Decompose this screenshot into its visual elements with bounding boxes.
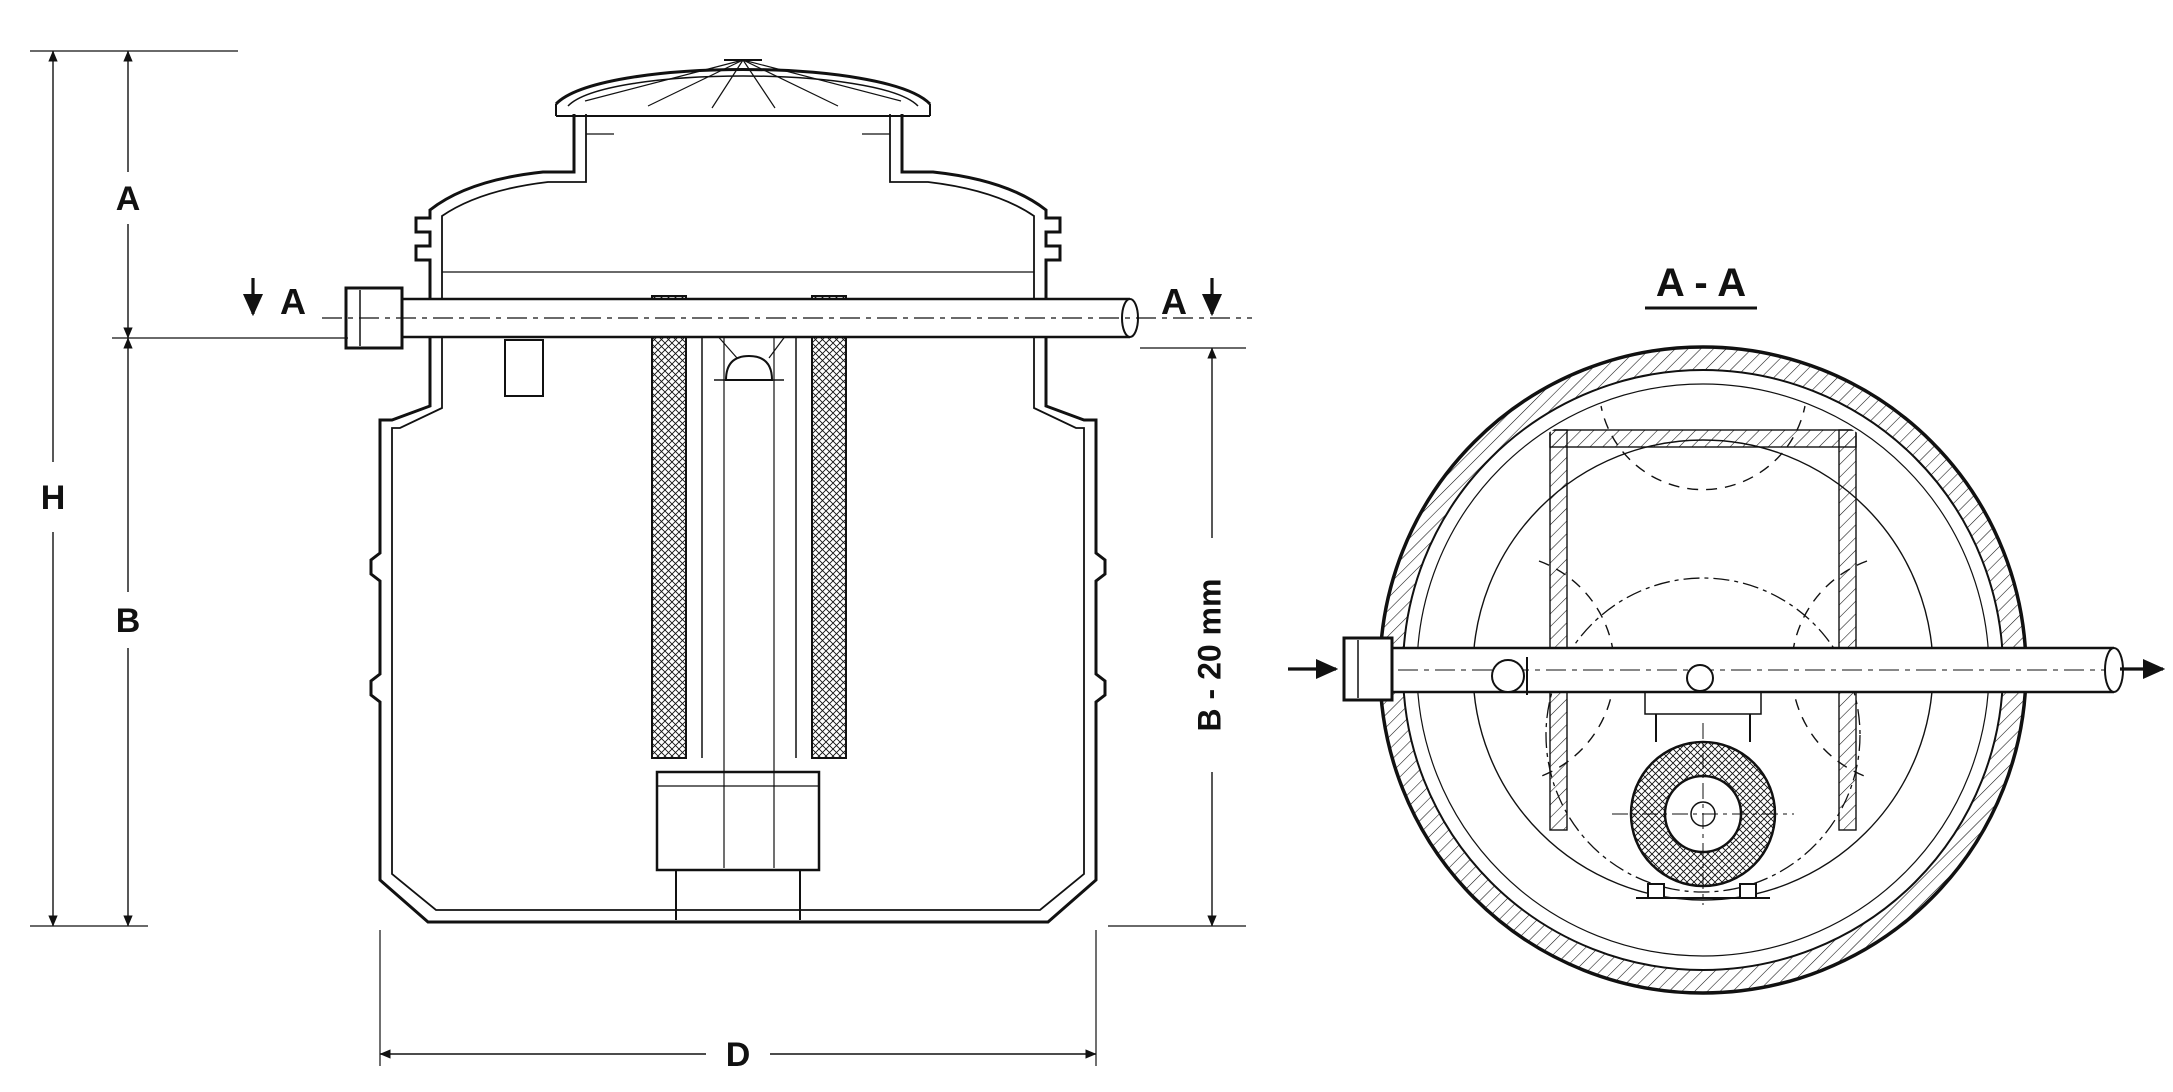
tank-inner-contour-left	[391, 114, 738, 911]
pipe-hole-left	[1491, 659, 1525, 693]
lid-radial-ribs	[584, 59, 902, 109]
section-title: A - A	[1656, 261, 1746, 305]
hub-foot-left	[1647, 883, 1665, 899]
dim-label-B: B	[116, 602, 141, 640]
inner-cap-dome	[724, 354, 774, 381]
filter-wall-right	[811, 295, 847, 759]
hidden-contours	[1538, 399, 1868, 778]
hub-centerlines	[1612, 723, 1794, 905]
baffle-right	[1838, 429, 1857, 831]
section-view	[1342, 345, 2124, 995]
front-view	[322, 59, 1252, 924]
tank-inner-contour-right	[738, 114, 1085, 911]
hub-bracket	[1644, 691, 1762, 715]
hub-foot-right	[1739, 883, 1757, 899]
baffle-top	[1549, 429, 1857, 448]
dim-label-D: D	[726, 1036, 751, 1074]
dim-label-H: H	[41, 479, 66, 517]
hub-assembly	[1612, 691, 1794, 905]
tank-outer-contour-right	[738, 114, 1107, 924]
inlet-fitting	[504, 339, 544, 397]
pitch-circle	[1545, 577, 1861, 893]
section-cut-markers	[242, 278, 1223, 317]
dim-label-A: A	[116, 180, 141, 218]
dim-label-B20: B - 20 mm	[1191, 579, 1227, 732]
lid-umbrella	[554, 59, 932, 135]
section-pipe	[1342, 636, 2124, 702]
extension-lines	[30, 50, 1246, 1066]
filter-wall-left	[651, 295, 687, 759]
section-marker-left-label: A	[280, 281, 306, 322]
tank-outer-contour-left	[369, 114, 738, 924]
pipe-hole-center	[1686, 664, 1714, 692]
baffle-left	[1549, 429, 1568, 831]
filter-column	[651, 295, 847, 920]
section-internals	[1538, 399, 1868, 893]
column-base-box	[655, 770, 821, 872]
section-pipe-socket	[1342, 636, 1394, 702]
dimensions	[30, 50, 1246, 1066]
front-pipe	[322, 286, 1252, 350]
section-marker-right-label: A	[1161, 281, 1187, 322]
